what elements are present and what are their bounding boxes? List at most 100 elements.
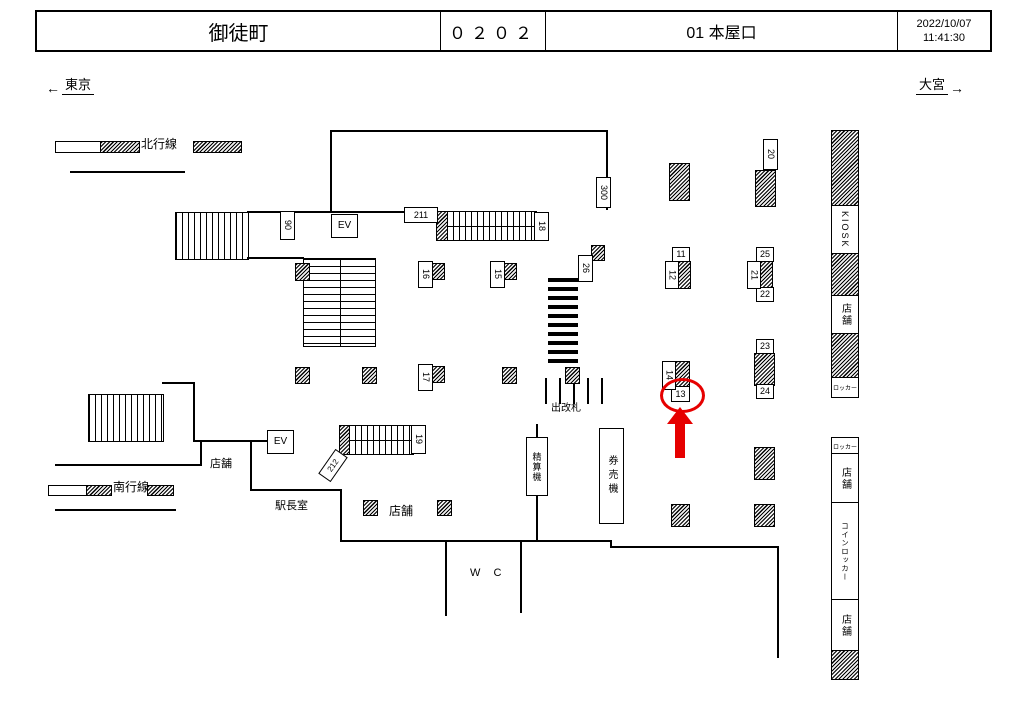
- wall: [536, 494, 538, 541]
- ad-location-18: 18: [534, 212, 549, 241]
- wall: [193, 382, 195, 441]
- ad-location-23: 23: [756, 339, 774, 354]
- north-line-underline: [70, 171, 185, 173]
- time-text: 11:41:30: [922, 32, 965, 44]
- ad-location-211: 211: [404, 207, 438, 223]
- hatched-pillar: [565, 367, 580, 384]
- wall: [536, 424, 538, 438]
- left-arrow-icon: ←: [46, 80, 60, 96]
- hatched-pillar: [295, 263, 310, 281]
- north-line-platform-edge: [55, 141, 102, 153]
- ad-location-26: 26: [578, 255, 593, 282]
- shop-right-middle: 店舗: [831, 453, 859, 504]
- wall: [55, 464, 201, 466]
- direction-right: 大宮→: [916, 74, 966, 96]
- staircase-top-center: [446, 211, 537, 241]
- hatched-pillar: [831, 130, 859, 207]
- hatched-pillar: [754, 447, 775, 480]
- staircase-bottom-center: [348, 425, 414, 455]
- highlight-arrow-shaft: [675, 422, 685, 458]
- wall: [193, 440, 269, 442]
- right-arrow-icon: →: [950, 80, 965, 96]
- coin-locker: コインロッカー: [831, 502, 859, 601]
- wall: [777, 546, 779, 658]
- staircase-center-left: [303, 258, 376, 347]
- hatched-pillar: [754, 353, 775, 386]
- staircase-upper-left: [175, 212, 249, 260]
- ad-location-22: 22: [756, 287, 774, 302]
- shop-right-lower: 店舗: [831, 599, 859, 652]
- locker-right-upper: ロッカー: [831, 377, 859, 398]
- date-text: 2022/10/07: [916, 17, 972, 30]
- wall: [250, 440, 252, 491]
- ticket-gate-bar: [573, 378, 575, 404]
- hatched-pillar: [431, 263, 445, 280]
- hatched-pillar: [591, 245, 605, 261]
- station-name: 御徒町: [208, 22, 269, 45]
- ad-location-19: 19: [411, 425, 426, 454]
- wall: [55, 509, 176, 511]
- ad-location-11: 11: [672, 247, 690, 262]
- title-bar: 御徒町 ０２０２ 01 本屋口 2022/10/07 11:41:30: [35, 10, 992, 52]
- hatched-pillar: [755, 170, 776, 207]
- shop-left-label: 店舗: [210, 458, 232, 470]
- hatched-pillar: [831, 333, 859, 379]
- station-master-office-label: 駅長室: [275, 500, 308, 512]
- hatched-pillar: [671, 504, 690, 527]
- hatched-pillar: [669, 163, 690, 201]
- ticket-gate-bar: [587, 378, 589, 404]
- ad-location-15: 15: [490, 261, 505, 288]
- kiosk: KIOSK: [831, 205, 859, 255]
- ticket-gate-bar: [545, 378, 547, 404]
- ad-location-25: 25: [756, 247, 774, 262]
- wall: [520, 540, 522, 613]
- hatched-pillar: [760, 261, 773, 289]
- north-line-label: 北行線: [141, 137, 178, 151]
- hatched-pillar: [363, 500, 378, 516]
- wall: [247, 211, 447, 213]
- location-code: ０２０２: [440, 12, 546, 50]
- hatched-pillar: [754, 504, 775, 527]
- highlight-arrow-icon: [667, 407, 693, 424]
- elevator-upper: EV: [331, 214, 358, 238]
- shop-right-upper: 店舗: [831, 295, 859, 335]
- north-line-hatch: [100, 141, 140, 153]
- wall: [200, 440, 202, 466]
- direction-left: ←東京: [44, 74, 95, 96]
- wall: [330, 130, 332, 213]
- ticket-vending-machines: 券売機: [599, 428, 624, 524]
- hatched-pillar: [362, 367, 377, 384]
- entrance-name: 01 本屋口: [686, 25, 757, 42]
- wall: [606, 130, 608, 210]
- timestamp: 2022/10/07 11:41:30: [897, 12, 990, 50]
- ticket-gate-label: 出改札: [551, 403, 581, 414]
- wall: [610, 546, 778, 548]
- hatched-pillar: [431, 366, 445, 383]
- hatched-pillar: [831, 253, 859, 297]
- ad-location-16: 16: [418, 261, 433, 288]
- hatched-pillar: [502, 367, 517, 384]
- wall: [340, 489, 342, 541]
- ad-location-20: 20: [763, 139, 778, 170]
- wall: [610, 540, 612, 548]
- ticket-gate-bar: [601, 378, 603, 404]
- wall: [340, 540, 611, 542]
- shop-bottom-label: 店舗: [389, 504, 414, 518]
- south-line-platform-edge: [48, 485, 88, 496]
- wall: [250, 489, 341, 491]
- hatched-pillar: [437, 500, 452, 516]
- ad-location-24: 24: [756, 384, 774, 399]
- direction-left-label: 東京: [62, 77, 95, 95]
- south-line-hatch: [86, 485, 112, 496]
- wall: [247, 257, 304, 259]
- stairs-to-platform: [548, 278, 578, 364]
- wall: [330, 130, 608, 132]
- wall: [162, 382, 194, 384]
- ad-location-21: 21: [747, 261, 761, 289]
- hatched-pillar: [436, 211, 448, 241]
- ad-location-12: 12: [665, 261, 679, 289]
- ad-location-212: 212: [318, 448, 348, 483]
- wall: [445, 540, 447, 616]
- direction-right-label: 大宮: [916, 77, 949, 95]
